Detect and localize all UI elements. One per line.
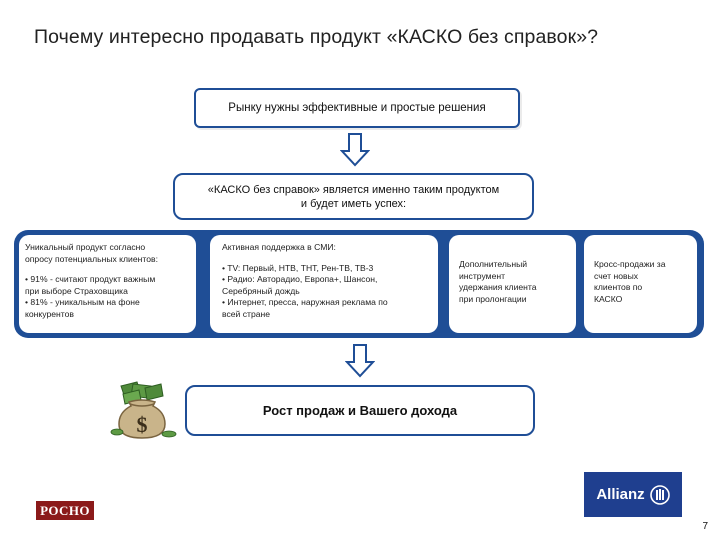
down-arrow-icon xyxy=(340,133,370,167)
growth-box: Рост продаж и Вашего дохода xyxy=(185,385,535,436)
money-bag-icon: $ xyxy=(110,381,177,439)
benefit-card-media: Активная поддержка в СМИ: • TV: Первый, … xyxy=(210,235,438,333)
slide-title: Почему интересно продавать продукт «КАСК… xyxy=(34,26,599,48)
product-statement-line-2: и будет иметь успех: xyxy=(300,197,407,210)
card-line: • TV: Первый, НТВ, ТНТ, Рен-ТВ, ТВ-3 xyxy=(222,262,374,273)
allianz-logo: Allianz xyxy=(584,472,682,517)
card-line: Активная поддержка в СМИ: xyxy=(222,242,336,252)
growth-text: Рост продаж и Вашего дохода xyxy=(262,403,458,418)
page-number: 7 xyxy=(702,521,708,532)
card-line: конкурентов xyxy=(25,308,74,319)
card-line: при выборе Страховщика xyxy=(25,285,128,296)
allianz-eagle-icon xyxy=(649,484,670,505)
allianz-logo-text: Allianz xyxy=(596,486,645,503)
card-line: • 81% - уникальным на фоне xyxy=(25,297,140,307)
card-line: • Радио: Авторадио, Европа+, Шансон, xyxy=(222,274,378,284)
card-line: инструмент xyxy=(459,270,506,281)
card-line: всей стране xyxy=(222,308,271,319)
card-gap xyxy=(25,265,190,274)
card-line: • Интернет, пресса, наружная реклама по xyxy=(222,297,388,307)
down-arrow-icon xyxy=(345,344,375,378)
product-statement-line-1: «КАСКО без справок» является именно таки… xyxy=(207,183,500,196)
card-line: Дополнительный xyxy=(459,259,528,269)
card-gap xyxy=(222,254,432,263)
card-line: КАСКО xyxy=(594,293,623,304)
rosno-logo-text: РОСНО xyxy=(40,502,90,518)
benefit-card-retention: Дополнительный инструмент удержания клие… xyxy=(449,235,576,333)
product-statement-box: «КАСКО без справок» является именно таки… xyxy=(173,173,534,220)
benefit-card-cross-sales: Кросс-продажи за счет новых клиентов по … xyxy=(584,235,697,333)
card-line: при пролонгации xyxy=(459,293,527,304)
card-line: клиентов по xyxy=(594,282,643,292)
card-line: Серебряный дождь xyxy=(222,285,300,296)
card-line: удержания клиента xyxy=(459,282,537,292)
benefit-card-unique: Уникальный продукт согласно опросу потен… xyxy=(19,235,196,333)
card-line: Уникальный продукт согласно xyxy=(25,242,146,252)
card-line: Кросс-продажи за xyxy=(594,259,666,269)
market-need-box: Рынку нужны эффективные и простые решени… xyxy=(194,88,520,128)
card-line: опросу потенциальных клиентов: xyxy=(25,253,158,264)
svg-text:$: $ xyxy=(137,412,148,437)
rosno-logo: РОСНО xyxy=(36,501,94,520)
market-need-text: Рынку нужны эффективные и простые решени… xyxy=(228,102,486,114)
card-line: счет новых xyxy=(594,270,639,281)
card-line: • 91% - считают продукт важным xyxy=(25,274,156,284)
